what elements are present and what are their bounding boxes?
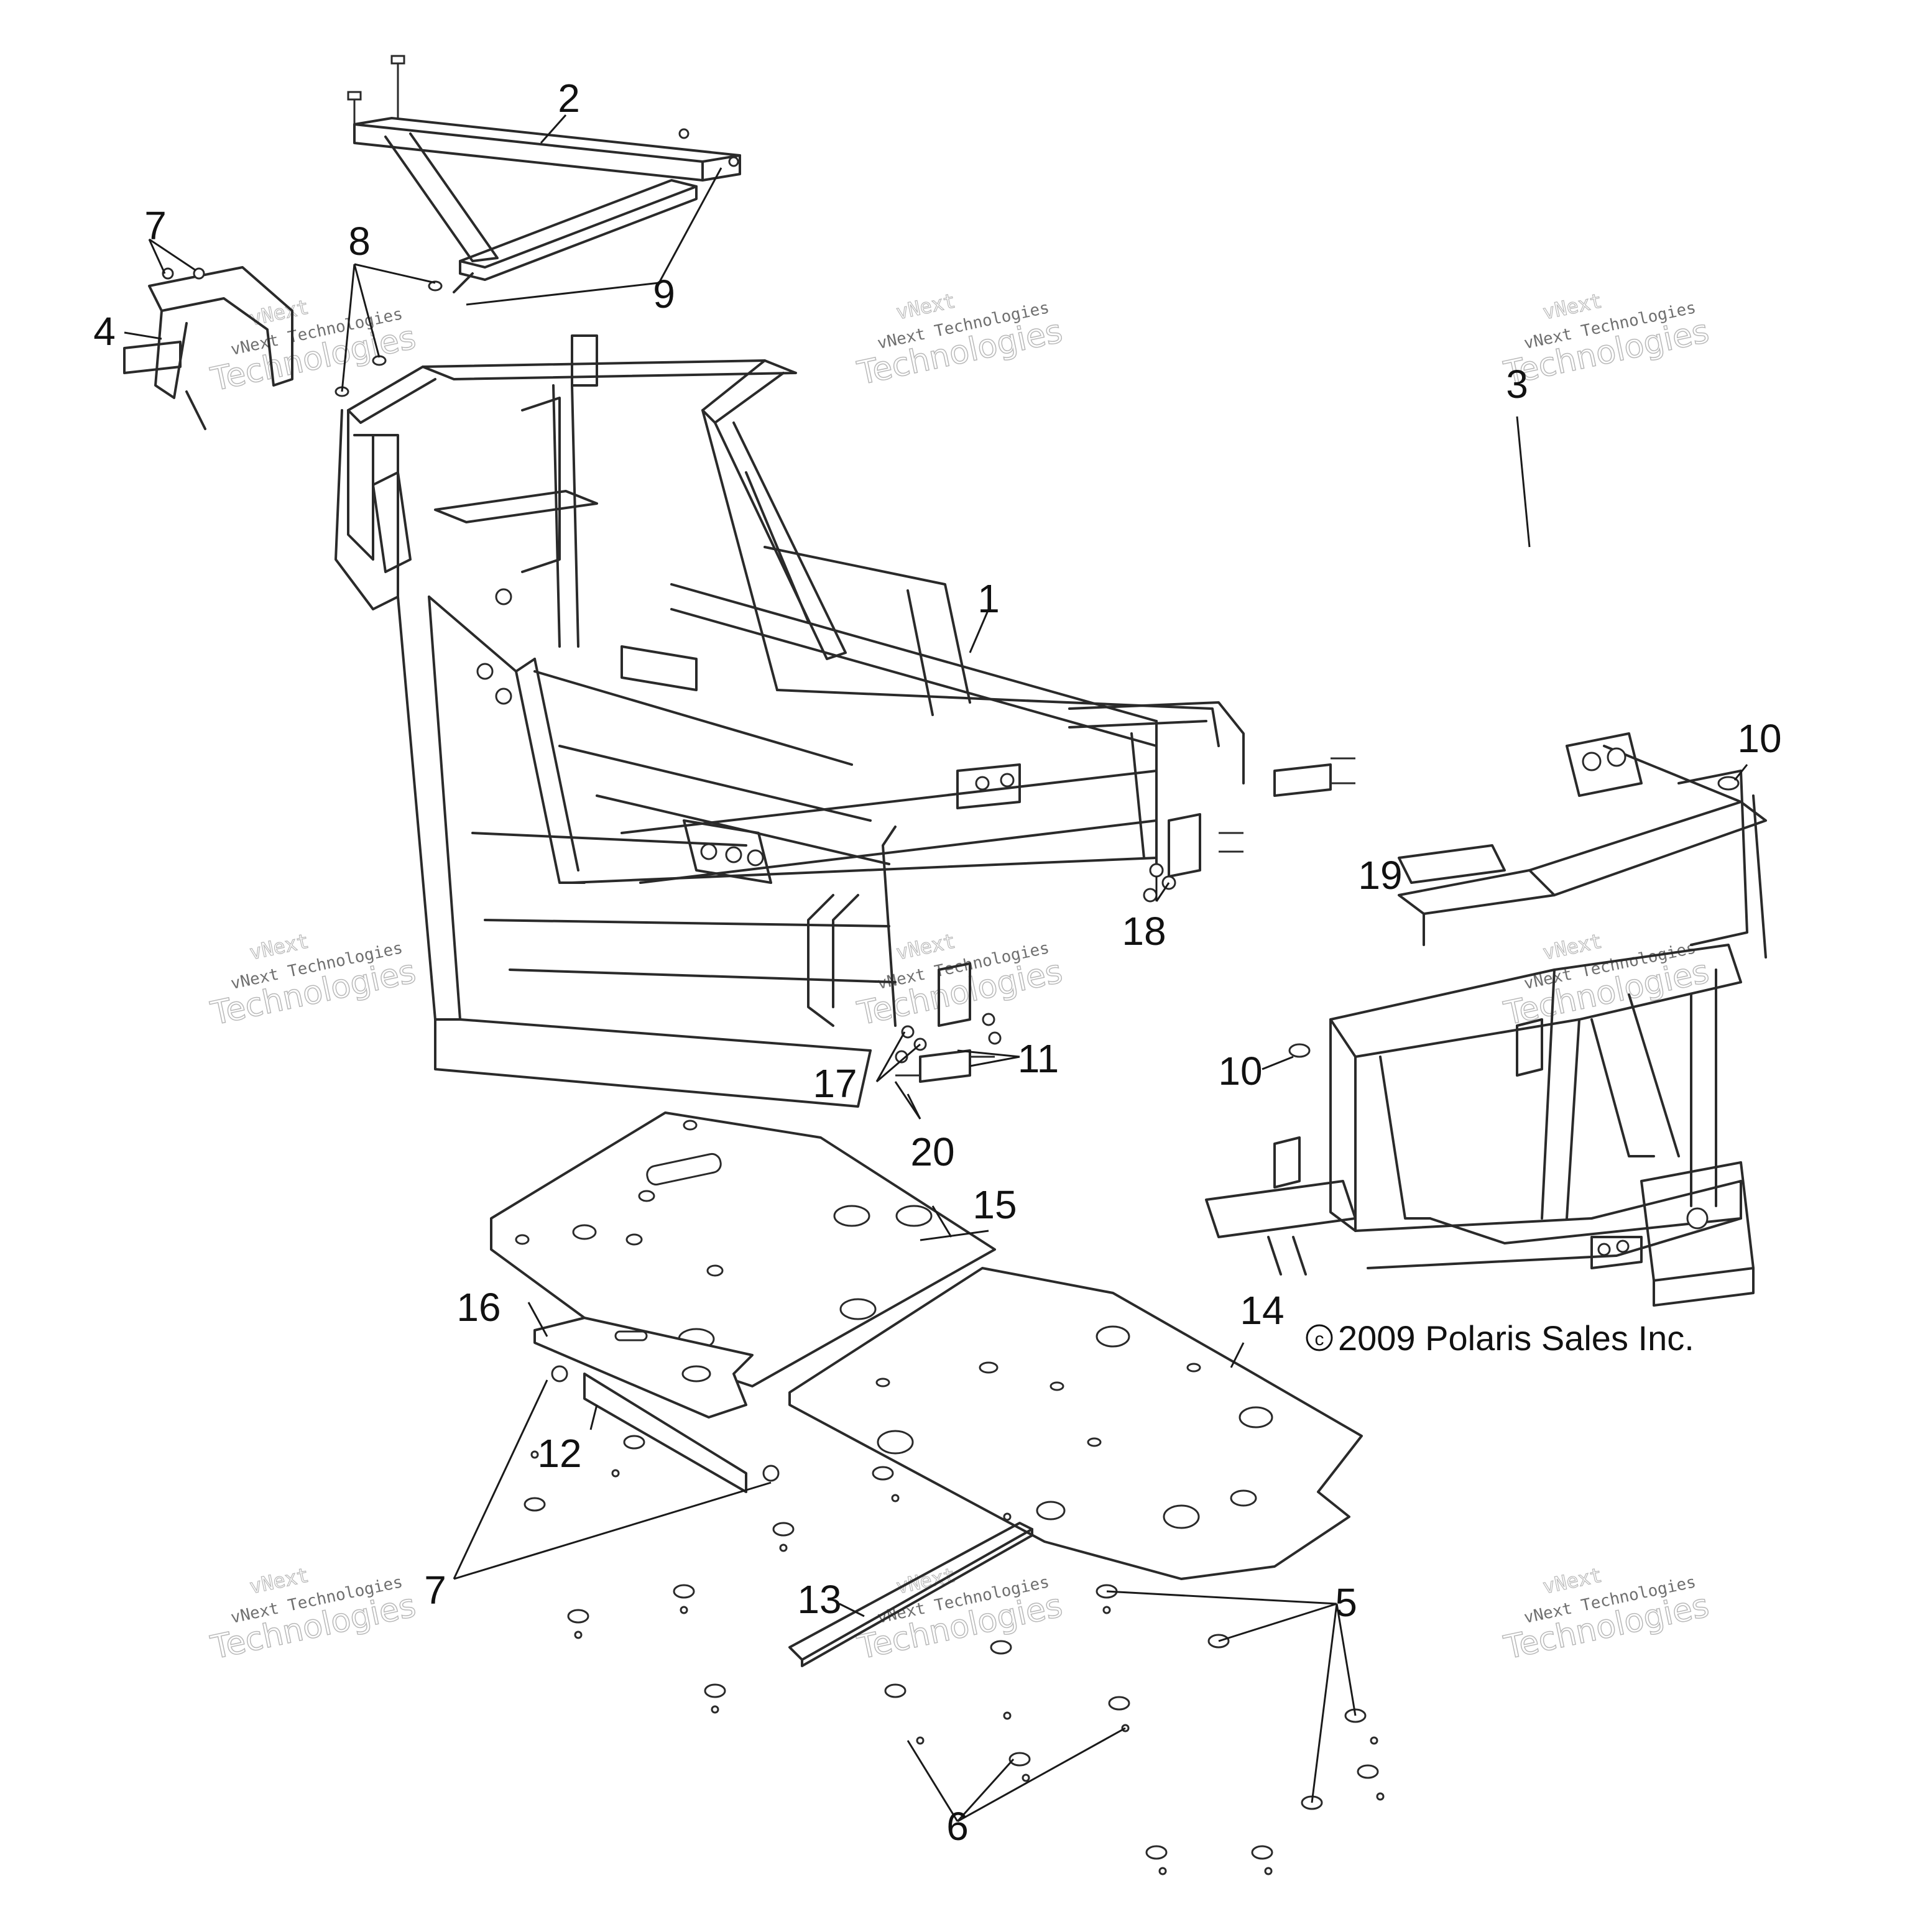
watermark: vNext vNext Technologies Technologies xyxy=(854,1563,1066,1667)
callout-9: 9 xyxy=(653,272,675,316)
watermark-line1: vNext xyxy=(894,929,957,964)
leader-lines xyxy=(124,114,1748,1823)
copyright-symbol: c xyxy=(1315,1329,1324,1350)
callout-5: 5 xyxy=(1335,1580,1357,1625)
callout-18: 18 xyxy=(1122,909,1166,954)
watermark-line1: vNext xyxy=(247,1563,311,1598)
part-2-cross-brace xyxy=(347,55,741,293)
callout-7-bottom: 7 xyxy=(424,1568,446,1612)
callout-17: 17 xyxy=(813,1061,857,1106)
part-12-bracket-bar xyxy=(551,1365,780,1493)
callout-4: 4 xyxy=(93,309,116,354)
watermark: vNext vNext Technologies Technologies xyxy=(207,1563,420,1667)
callout-14: 14 xyxy=(1240,1288,1284,1333)
watermark-line1: vNext xyxy=(247,929,311,964)
watermark-line1: vNext xyxy=(1541,1563,1604,1598)
callout-16: 16 xyxy=(456,1285,501,1330)
copyright-notice: c 2009 Polaris Sales Inc. xyxy=(1306,1318,1694,1358)
callout-12: 12 xyxy=(537,1431,581,1476)
watermark-line1: vNext xyxy=(894,1563,957,1598)
callout-8: 8 xyxy=(348,219,371,264)
watermark: vNext vNext Technologies Technologies xyxy=(854,288,1066,393)
callout-20: 20 xyxy=(910,1129,954,1174)
watermark-line1: vNext xyxy=(894,288,957,324)
callout-15: 15 xyxy=(972,1182,1017,1227)
part-3-rear-frame xyxy=(1205,732,1767,1307)
callout-19: 19 xyxy=(1358,853,1402,898)
watermark-line1: vNext xyxy=(1541,929,1604,964)
callout-13: 13 xyxy=(797,1577,841,1622)
callout-2: 2 xyxy=(558,76,580,121)
mounting-plates xyxy=(895,757,1355,1083)
callout-7-top: 7 xyxy=(144,203,167,248)
watermark: vNext vNext Technologies Technologies xyxy=(1500,1563,1713,1667)
callout-10-top: 10 xyxy=(1737,716,1781,761)
callout-3: 3 xyxy=(1506,362,1528,407)
part-14-floor-panel xyxy=(788,1267,1363,1580)
callout-1: 1 xyxy=(977,576,1000,621)
watermark-line1: vNext xyxy=(1541,288,1604,324)
watermark: vNext vNext Technologies Technologies xyxy=(207,929,420,1033)
part-16-small-panel xyxy=(533,1317,754,1419)
callout-10-bottom: 10 xyxy=(1218,1049,1262,1093)
watermark: vNext vNext Technologies Technologies xyxy=(207,295,420,399)
callout-11: 11 xyxy=(1018,1036,1059,1081)
callout-labels: 1 2 3 4 5 6 7 7 8 9 10 10 11 12 13 14 15… xyxy=(93,76,1781,1849)
part-1-main-frame xyxy=(334,334,1245,1108)
callout-6: 6 xyxy=(946,1804,969,1849)
part-13-strip xyxy=(788,1522,1033,1667)
part-4-bracket xyxy=(123,266,293,430)
copyright-text: 2009 Polaris Sales Inc. xyxy=(1338,1318,1694,1358)
copyright-symbol-circle xyxy=(1306,1324,1333,1351)
